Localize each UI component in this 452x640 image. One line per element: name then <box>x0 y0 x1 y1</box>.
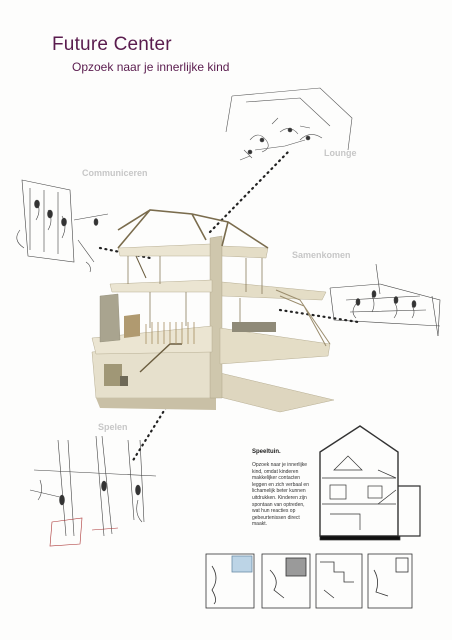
communiceren-sketch <box>16 179 109 273</box>
page-subtitle: Opzoek naar je innerlijke kind <box>72 60 230 74</box>
spelen-sketch <box>29 435 157 547</box>
label-spelen: Spelen <box>98 422 128 432</box>
samenkomen-sketch <box>329 263 441 337</box>
page-title: Future Center <box>52 34 172 55</box>
lounge-sketch <box>225 87 353 161</box>
dotted-connectors <box>98 148 360 464</box>
floor-plans <box>205 553 413 609</box>
label-samenkomen: Samenkomen <box>292 250 351 260</box>
section-drawing <box>319 425 421 541</box>
info-heading: Speeltuin. <box>252 449 281 455</box>
label-communiceren: Communiceren <box>82 168 148 178</box>
info-body: Opzoek naar je innerlijke kind, omdat ki… <box>252 462 309 528</box>
architecture-model <box>91 209 335 413</box>
label-lounge: Lounge <box>324 148 357 158</box>
